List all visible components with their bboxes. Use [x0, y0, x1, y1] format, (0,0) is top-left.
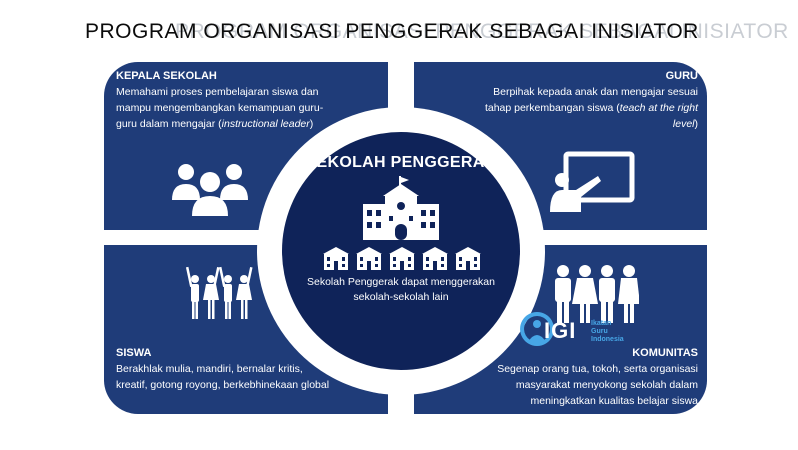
guru-block: GURU Berpihak kepada anak dan mengajar s…	[478, 68, 698, 132]
siswa-block: SISWA Berakhlak mulia, mandiri, bernalar…	[116, 345, 331, 393]
guru-emphasis: teach at the right level	[619, 102, 698, 130]
guru-heading: GURU	[665, 70, 698, 82]
igi-logo-subtext: Ikatan Guru Indonesia	[591, 320, 631, 344]
title-ghost: PROGRAM ORGANISASI PENGGERAK SEBAGAI INI…	[175, 20, 789, 43]
igi-logo-text: IGI	[544, 318, 577, 343]
komunitas-block: KOMUNITAS Segenap orang tua, tokoh, sert…	[470, 345, 698, 409]
igi-logo-sub-2: Guru	[591, 328, 608, 335]
kepala-sekolah-emphasis: instructional leader	[221, 118, 310, 130]
small-schools-icon	[323, 247, 481, 270]
page-title: PROGRAM ORGANISASI PENGGERAK SEBAGAI INI…	[85, 20, 699, 43]
community-people-icon	[555, 265, 639, 323]
teacher-board-icon	[550, 151, 635, 212]
title-area: PROGRAM ORGANISASI PENGGERAK SEBAGAI INI…	[0, 18, 798, 50]
kepala-sekolah-heading: KEPALA SEKOLAH	[116, 70, 217, 82]
center-title: SEKOLAH PENGGERAK	[305, 154, 497, 171]
siswa-heading: SISWA	[116, 347, 152, 359]
igi-logo-icon	[520, 312, 554, 346]
igi-logo-sub-1: Ikatan	[591, 320, 612, 327]
kepala-sekolah-text: Memahami proses pembelajaran siswa dan m…	[116, 86, 324, 130]
center-description: Sekolah Penggerak dapat menggerakan seko…	[307, 276, 495, 303]
kepala-sekolah-block: KEPALA SEKOLAH Memahami proses pembelaja…	[116, 68, 341, 132]
guru-text-end: )	[694, 118, 699, 130]
kepala-sekolah-text-end: )	[309, 118, 314, 130]
komunitas-text: Segenap orang tua, tokoh, serta organisa…	[497, 363, 698, 407]
group-people-icon	[172, 164, 248, 216]
students-cheering-icon	[185, 266, 253, 319]
komunitas-heading: KOMUNITAS	[632, 347, 698, 359]
igi-logo-sub-3: Indonesia	[591, 336, 624, 343]
school-building-icon	[363, 176, 439, 240]
siswa-text: Berakhlak mulia, mandiri, bernalar kriti…	[116, 363, 330, 391]
guru-text: Berpihak kepada anak dan mengajar sesuai…	[484, 86, 698, 114]
